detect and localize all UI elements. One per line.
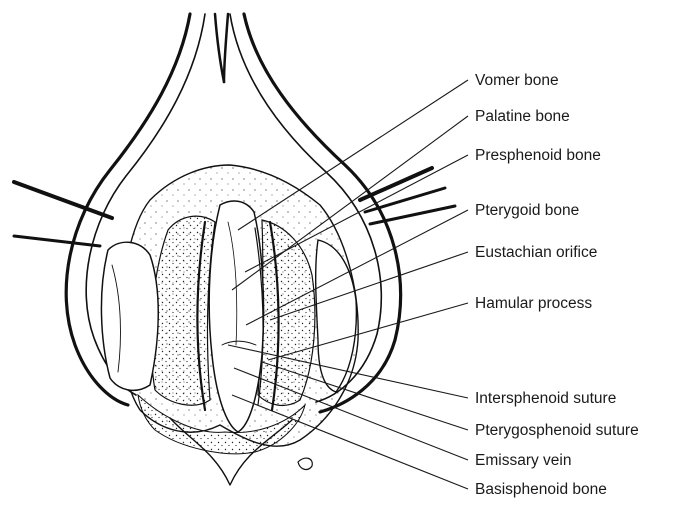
retractor-instruments-right [360, 168, 455, 224]
label-palatine: Palatine bone [475, 108, 570, 125]
retractor-instruments-left [14, 182, 112, 246]
label-basisphenoid: Basisphenoid bone [475, 481, 607, 498]
label-vomer: Vomer bone [475, 72, 559, 89]
label-eustachian: Eustachian orifice [475, 244, 597, 261]
label-intersphenoid: Intersphenoid suture [475, 390, 616, 407]
label-pterygoid: Pterygoid bone [475, 202, 579, 219]
label-presphenoid: Presphenoid bone [475, 147, 601, 164]
labels: Vomer bone Palatine bone Presphenoid bon… [475, 72, 639, 498]
label-emissary: Emissary vein [475, 452, 571, 469]
label-pterygosphenoid: Pterygosphenoid suture [475, 422, 639, 439]
leader-vomer [238, 80, 468, 230]
label-hamular: Hamular process [475, 295, 592, 312]
surgical-field [101, 165, 358, 485]
